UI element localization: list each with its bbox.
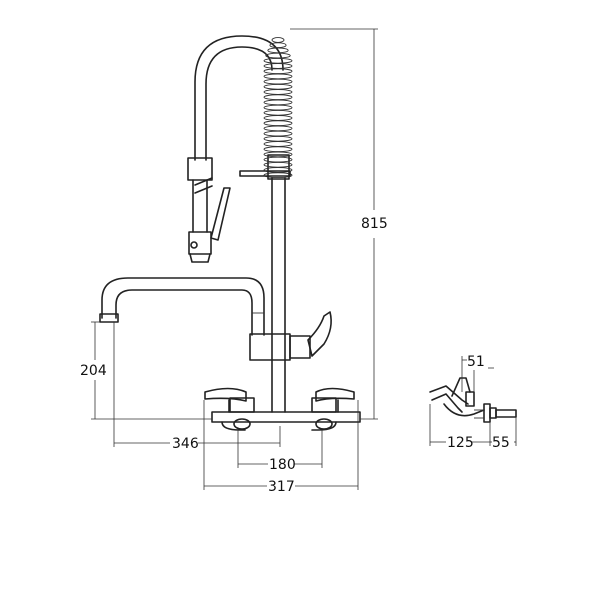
dim-label-side-top: 51 — [467, 354, 485, 370]
left-valve — [204, 387, 255, 430]
spring-coil-loop — [263, 63, 293, 69]
dimension-overall-width: 317 — [203, 400, 359, 495]
spring-coil-loop — [263, 73, 293, 80]
spring-coil-loop — [263, 99, 293, 106]
spring-coil-loop — [263, 68, 293, 75]
right-valve — [311, 387, 355, 430]
spring-coil-loop — [263, 109, 293, 116]
dim-label-overall-width: 317 — [268, 479, 295, 495]
coil-spring — [263, 37, 293, 179]
dimension-side-top: 51 — [461, 354, 494, 392]
hose-clip — [239, 170, 291, 177]
riser-pipe — [267, 154, 290, 413]
dim-label-height-total: 815 — [361, 216, 388, 232]
spring-coil-loop — [265, 52, 291, 59]
spring-coil-loop — [263, 78, 293, 85]
dim-label-spout-height: 204 — [80, 363, 107, 379]
spring-coil-loop — [263, 94, 293, 101]
spray-head — [187, 157, 231, 263]
spring-coil-loop — [263, 125, 293, 132]
gooseneck-hose — [194, 35, 284, 161]
dimension-centres: 180 — [237, 430, 323, 473]
dim-label-side-depth: 125 — [447, 435, 474, 451]
dim-label-spout-reach: 346 — [172, 436, 199, 452]
spring-coil-loop — [263, 146, 293, 153]
spring-coil-loop — [263, 89, 293, 95]
spring-coil-loop — [263, 120, 293, 127]
spring-coil-loop — [263, 130, 293, 137]
side-valve-body — [429, 377, 517, 423]
mid-valve — [249, 311, 332, 361]
dim-label-side-back: 55 — [492, 435, 510, 451]
spring-coil-loop — [263, 104, 293, 111]
spring-coil-loop — [271, 37, 285, 43]
wall-bracket — [211, 411, 361, 431]
spring-coil-loop — [263, 115, 293, 121]
swing-spout — [99, 277, 265, 336]
spring-coil-loop — [263, 135, 293, 142]
dimension-height-total: 815 — [290, 28, 388, 420]
dimension-spout-height: 204 — [80, 321, 212, 420]
dimension-side-back: 55 — [490, 417, 517, 451]
spring-coil-loop — [263, 57, 293, 64]
spring-coil-loop — [263, 83, 293, 90]
dim-label-centres: 180 — [269, 457, 296, 473]
dimension-spout-reach: 346 — [113, 322, 281, 452]
front-view: 815 204 346 180 317 — [80, 28, 388, 495]
side-view: 51 125 55 — [429, 354, 517, 451]
spring-coil-loop — [263, 141, 293, 147]
